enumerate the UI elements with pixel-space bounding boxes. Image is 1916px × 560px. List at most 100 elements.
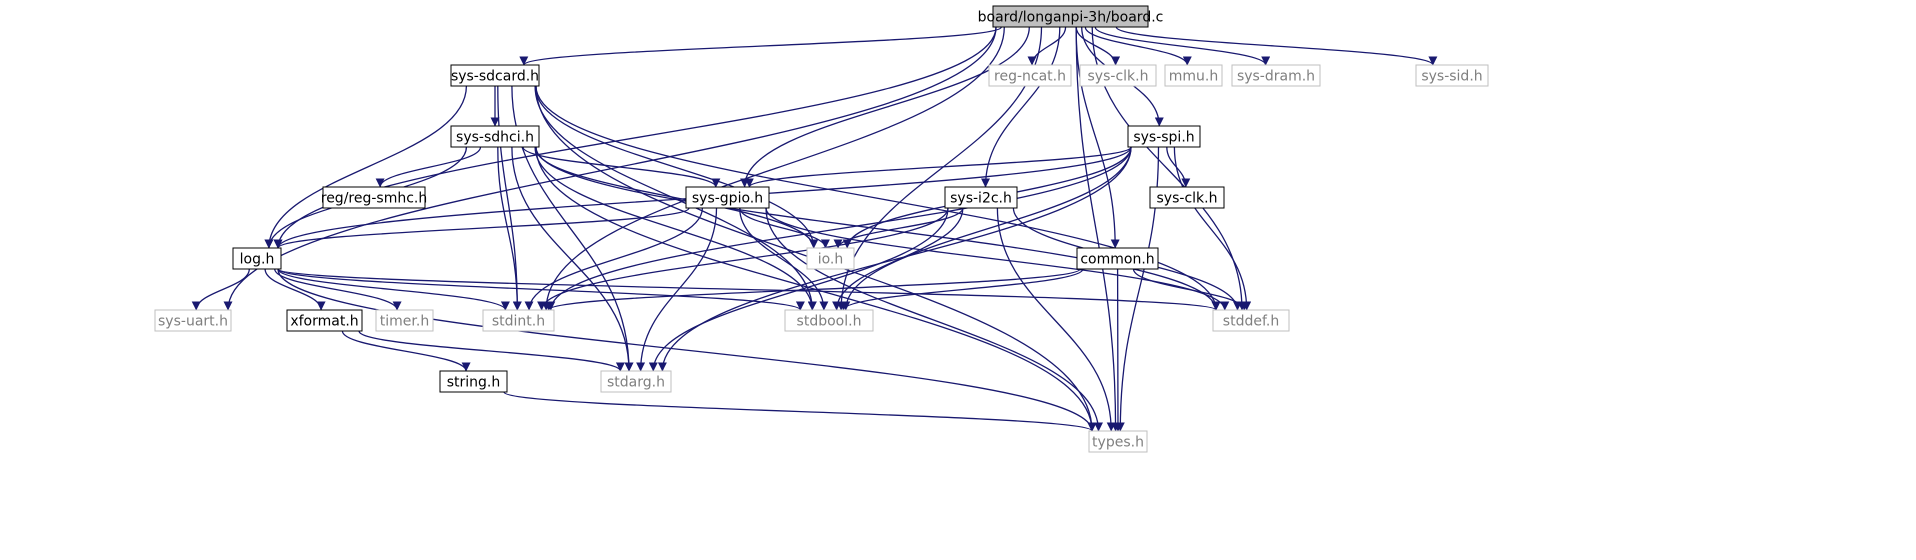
node-label-sys-sid-h: sys-sid.h <box>1421 69 1482 85</box>
node-box-sys-sid-h <box>1415 64 1489 87</box>
edge-sys-sdhci-h-to-stdint-h <box>497 146 522 311</box>
edge-sys-spi-h-to-stddef-h <box>1173 146 1252 311</box>
node-box-types-h <box>1088 430 1148 453</box>
node-label-sys-clk-h-a: sys-clk.h <box>1088 69 1149 85</box>
node-label-mmu-h: mmu.h <box>1169 69 1218 85</box>
node-box-io-h <box>806 247 855 270</box>
header-nodes: board/longanpi-3h/board.c sys-sdcard.h reg… <box>154 5 1489 453</box>
node-timer-h: timer.h <box>375 309 434 332</box>
node-stdbool-h: stdbool.h <box>784 309 874 332</box>
node-sys-sdcard-h[interactable]: sys-sdcard.h <box>450 64 540 87</box>
node-box-xformat-h <box>286 309 363 332</box>
edge-sys-gpio-h-to-stdint-h <box>524 207 704 311</box>
edge-sys-sdcard-h-to-log-h <box>264 85 468 249</box>
edge-board-c-to-sys-i2c-h <box>981 26 1061 188</box>
edge-board-c-to-sys-sid-h <box>1115 26 1438 66</box>
edge-sys-sdcard-h-to-stddef-h <box>535 85 1221 311</box>
edge-sys-sdcard-h-to-stdint-h <box>497 85 522 311</box>
edge-sys-i2c-h-to-io-h <box>833 207 964 249</box>
node-box-sys-clk-h-b <box>1149 186 1225 209</box>
edge-board-c-to-log-h <box>273 26 997 249</box>
node-label-io-h: io.h <box>818 252 844 268</box>
node-stddef-h: stddef.h <box>1212 309 1290 332</box>
edge-sys-gpio-h-to-io-h <box>739 207 830 249</box>
node-box-string-h <box>439 370 508 393</box>
node-board-c[interactable]: board/longanpi-3h/board.c <box>978 5 1164 28</box>
node-label-log-h: log.h <box>240 252 275 268</box>
node-label-sys-i2c-h: sys-i2c.h <box>950 191 1012 207</box>
node-box-sys-uart-h <box>154 309 232 332</box>
node-label-sys-dram-h: sys-dram.h <box>1237 69 1315 85</box>
node-box-sys-spi-h <box>1127 125 1201 148</box>
edge-board-c-to-types-h <box>1075 26 1121 432</box>
node-common-h[interactable]: common.h <box>1076 247 1159 270</box>
node-box-mmu-h <box>1164 64 1223 87</box>
node-reg-smhc-h[interactable]: reg/reg-smhc.h <box>321 186 428 209</box>
node-label-stdarg-h: stdarg.h <box>607 375 665 391</box>
node-sys-sdhci-h[interactable]: sys-sdhci.h <box>450 125 540 148</box>
edge-xformat-h-to-string-h <box>341 330 471 372</box>
edge-sys-gpio-h-to-stdarg-h <box>636 207 718 372</box>
node-stdarg-h: stdarg.h <box>600 370 672 393</box>
edge-common-h-to-stddef-h <box>1132 268 1249 311</box>
edge-sys-spi-h-to-stdint-h <box>546 146 1132 311</box>
node-box-stdint-h <box>482 309 555 332</box>
node-reg-ncat-h: reg-ncat.h <box>988 64 1072 87</box>
edge-sys-gpio-h-to-types-h <box>765 207 1103 432</box>
node-label-types-h: types.h <box>1092 435 1144 451</box>
edge-common-h-to-stdbool-h <box>839 268 1084 311</box>
edge-log-h-to-stdbool-h <box>277 268 805 311</box>
node-sys-clk-h-a: sys-clk.h <box>1079 64 1157 87</box>
edge-log-h-to-stdint-h <box>277 268 510 311</box>
node-sys-clk-h-b[interactable]: sys-clk.h <box>1149 186 1225 209</box>
node-string-h[interactable]: string.h <box>439 370 508 393</box>
node-label-common-h: common.h <box>1080 252 1154 268</box>
node-xformat-h[interactable]: xformat.h <box>286 309 363 332</box>
edge-board-c-to-stdint-h <box>541 26 1005 311</box>
dependency-edges <box>191 26 1438 432</box>
node-sys-spi-h[interactable]: sys-spi.h <box>1127 125 1201 148</box>
node-label-sys-uart-h: sys-uart.h <box>158 314 228 330</box>
edge-sys-sdhci-h-to-sys-gpio-h <box>522 146 721 188</box>
edge-board-c-to-sys-gpio-h <box>740 26 1030 188</box>
node-box-common-h <box>1076 247 1159 270</box>
node-box-sys-i2c-h <box>944 186 1018 209</box>
node-sys-gpio-h[interactable]: sys-gpio.h <box>685 186 770 209</box>
node-label-sys-sdcard-h: sys-sdcard.h <box>451 69 539 85</box>
edge-board-c-to-sys-dram-h <box>1094 26 1271 66</box>
node-label-sys-spi-h: sys-spi.h <box>1133 130 1194 146</box>
node-box-sys-dram-h <box>1231 64 1321 87</box>
node-box-sys-sdhci-h <box>450 125 540 148</box>
node-label-board-c: board/longanpi-3h/board.c <box>978 10 1164 26</box>
edge-log-h-to-xformat-h <box>264 268 326 311</box>
edge-board-c-to-common-h <box>1075 26 1120 249</box>
edge-log-h-to-sys-uart-h <box>191 268 250 311</box>
node-box-sys-gpio-h <box>685 186 770 209</box>
node-label-string-h: string.h <box>447 375 501 391</box>
edge-sys-gpio-h-to-log-h <box>273 207 690 249</box>
node-label-xformat-h: xformat.h <box>290 314 358 330</box>
node-log-h[interactable]: log.h <box>232 247 282 270</box>
edge-sys-sdhci-h-to-stdarg-h <box>511 146 634 372</box>
node-box-reg-smhc-h <box>322 186 426 209</box>
node-io-h: io.h <box>806 247 855 270</box>
node-box-stddef-h <box>1212 309 1290 332</box>
node-label-stddef-h: stddef.h <box>1223 314 1279 330</box>
node-sys-i2c-h[interactable]: sys-i2c.h <box>944 186 1018 209</box>
edge-common-h-to-stdint-h <box>544 268 1081 311</box>
edge-sys-gpio-h-to-stdbool-h <box>739 207 829 311</box>
node-mmu-h: mmu.h <box>1164 64 1223 87</box>
node-box-stdarg-h <box>600 370 672 393</box>
edge-log-h-to-stddef-h <box>277 268 1221 311</box>
node-label-sys-clk-h-b: sys-clk.h <box>1157 191 1218 207</box>
edge-xformat-h-to-stdarg-h <box>358 330 625 372</box>
node-box-timer-h <box>375 309 434 332</box>
node-label-reg-ncat-h: reg-ncat.h <box>994 69 1066 85</box>
edge-string-h-to-types-h <box>503 391 1097 432</box>
node-sys-sid-h: sys-sid.h <box>1415 64 1489 87</box>
edge-sys-spi-h-to-sys-gpio-h <box>744 146 1132 188</box>
edge-sys-sdcard-h-to-io-h <box>534 85 819 249</box>
node-label-sys-sdhci-h: sys-sdhci.h <box>456 130 534 146</box>
node-sys-dram-h: sys-dram.h <box>1231 64 1321 87</box>
edge-sys-sdhci-h-to-reg-smhc-h <box>375 146 482 188</box>
